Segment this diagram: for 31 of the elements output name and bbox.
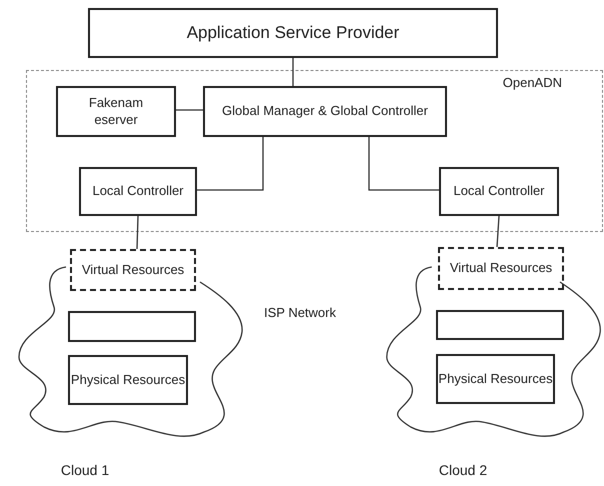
node-label: Global Manager & Global Controller bbox=[222, 103, 428, 120]
node-label: Virtual Resources bbox=[450, 260, 552, 277]
process-box bbox=[79, 167, 197, 216]
process-box bbox=[203, 86, 447, 137]
connector-line bbox=[197, 137, 264, 191]
node-label: Fakenam eserver bbox=[88, 94, 144, 128]
connector-line bbox=[136, 216, 139, 250]
group-title: OpenADN bbox=[502, 75, 562, 92]
dashed-box bbox=[438, 247, 564, 290]
connector-line bbox=[496, 216, 500, 248]
node-label: Virtual Resources bbox=[82, 262, 184, 278]
node-label: Local Controller bbox=[453, 183, 545, 200]
process-box bbox=[439, 167, 559, 216]
process-box bbox=[68, 355, 188, 405]
node-label: Local Controller bbox=[92, 183, 184, 200]
network-label: ISP Network bbox=[262, 305, 337, 320]
connector-line bbox=[176, 109, 203, 111]
process-box bbox=[436, 354, 555, 404]
connector-line bbox=[292, 58, 294, 86]
dashed-box bbox=[70, 249, 196, 291]
node-label: Physical Resources bbox=[70, 372, 186, 388]
process-box bbox=[56, 86, 176, 137]
service-provider-box bbox=[88, 8, 498, 58]
dashed-group-region bbox=[26, 70, 603, 232]
node-label: Physical Resources bbox=[438, 370, 553, 388]
connector-line bbox=[368, 137, 439, 191]
empty-box bbox=[68, 311, 196, 342]
node-label: Application Service Provider bbox=[186, 22, 400, 44]
cloud-caption: Cloud 2 bbox=[438, 462, 488, 478]
empty-box bbox=[436, 310, 564, 340]
cloud-caption: Cloud 1 bbox=[60, 462, 110, 478]
